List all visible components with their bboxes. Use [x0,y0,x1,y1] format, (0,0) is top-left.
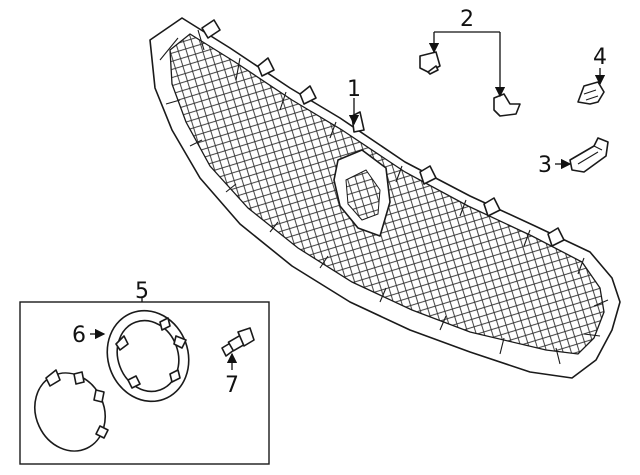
retainer-clip-icon [577,81,605,105]
callout-4: 4 [593,45,607,70]
grille-assembly-icon [149,17,621,379]
bracket-icon [569,137,609,173]
leader-lines [90,31,606,370]
callout-6: 6 [72,323,86,348]
emblem-ring-icon [106,309,190,403]
callout-7: 7 [225,373,239,398]
callout-3: 3 [538,153,552,178]
callout-2: 2 [460,7,474,32]
emblem-kit-box [19,301,270,465]
clip-pair-icon [419,51,521,117]
callout-1: 1 [347,77,361,102]
screw-icon [221,327,255,357]
emblem-cap-icon [34,369,109,452]
callout-5: 5 [135,279,149,304]
